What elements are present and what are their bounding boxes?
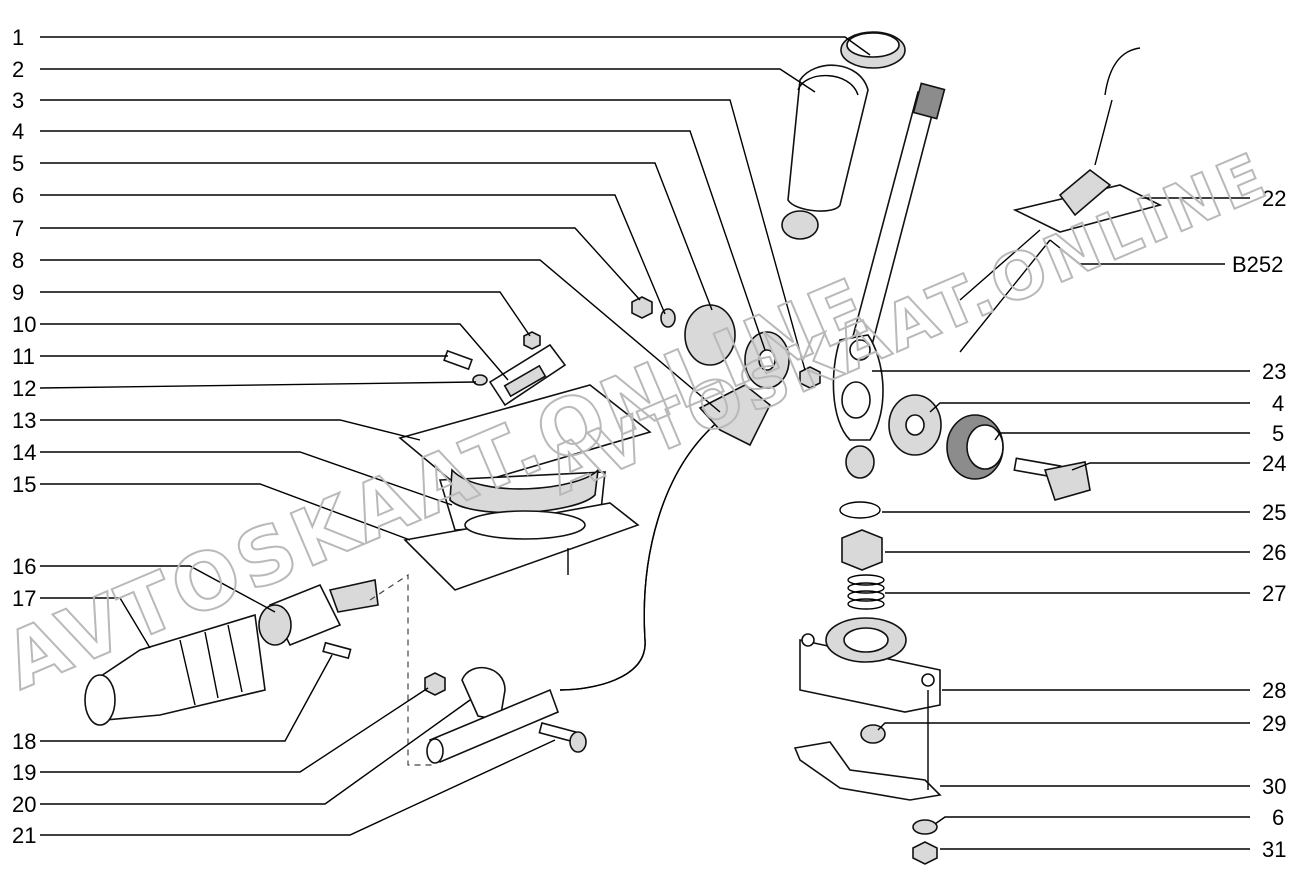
leader-lines [39, 36, 1250, 850]
callout-10: 10 [12, 312, 36, 337]
callout-5: 5 [12, 151, 24, 176]
callout-1: 1 [12, 25, 24, 50]
part-rubber-boot [84, 613, 266, 726]
part-gear-knob [781, 64, 869, 240]
callout-24: 24 [1262, 451, 1286, 476]
part-washer-lower [912, 819, 938, 835]
callout-4-right: 4 [1272, 391, 1284, 416]
part-bushing-right [946, 414, 1004, 480]
callout-5-right: 5 [1272, 421, 1284, 446]
callout-4: 4 [12, 119, 24, 144]
callout-21: 21 [12, 823, 36, 848]
callout-18: 18 [12, 729, 36, 754]
part-nut-lower [912, 841, 938, 865]
callout-22: 22 [1262, 186, 1286, 211]
callout-23: 23 [1262, 359, 1286, 384]
callout-7: 7 [12, 216, 24, 241]
callout-13: 13 [12, 408, 36, 433]
callout-31: 31 [1262, 837, 1286, 862]
part-lever-housing [799, 617, 941, 713]
assembly-dash-line [369, 573, 432, 766]
part-clamp-sleeve [426, 666, 560, 764]
callouts-right: 22 B252 23 4 5 24 25 26 27 28 29 30 6 31 [1232, 186, 1286, 862]
callout-15: 15 [12, 472, 36, 497]
part-pivot-bolt [1013, 457, 1091, 501]
callout-8: 8 [12, 248, 24, 273]
part-plug [860, 724, 886, 744]
callout-28: 28 [1262, 678, 1286, 703]
callout-25: 25 [1262, 500, 1286, 525]
part-bracket [793, 741, 942, 801]
part-snap-ring [839, 501, 881, 519]
callout-29: 29 [1262, 711, 1286, 736]
part-universal-joint [258, 579, 379, 647]
part-washer-right [888, 394, 942, 456]
part-clamp-nut [424, 672, 446, 696]
callout-16: 16 [12, 554, 36, 579]
part-nut-small [799, 366, 821, 389]
part-mount-plate [488, 343, 567, 407]
part-nut-upper [631, 296, 676, 328]
part-clamp-bolt [538, 722, 587, 753]
callout-2: 2 [12, 57, 24, 82]
callout-30: 30 [1262, 774, 1286, 799]
callout-14: 14 [12, 440, 36, 465]
callout-19: 19 [12, 760, 36, 785]
callout-20: 20 [12, 792, 36, 817]
part-cover-assembly [398, 384, 652, 591]
part-lever-body [832, 334, 884, 479]
callout-27: 27 [1262, 581, 1286, 606]
callout-17: 17 [12, 586, 36, 611]
part-washer-left [744, 331, 790, 389]
part-shift-mechanism [959, 47, 1163, 353]
callout-b252: B252 [1232, 252, 1283, 277]
part-fasteners-upper [443, 331, 541, 386]
callout-12: 12 [12, 376, 36, 401]
callout-6: 6 [12, 183, 24, 208]
callout-11: 11 [12, 344, 35, 369]
part-small-bolt [322, 641, 352, 660]
callout-3: 3 [12, 88, 24, 113]
part-knob-cap [840, 31, 906, 69]
part-spring [847, 574, 885, 610]
part-guide-bush [841, 529, 883, 571]
callout-26: 26 [1262, 540, 1286, 565]
part-cable-hose [559, 384, 772, 691]
callout-9: 9 [12, 280, 24, 305]
callout-6-right: 6 [1272, 805, 1284, 830]
callouts-left: 1 2 3 4 5 6 7 8 9 10 11 12 13 14 15 16 1… [12, 25, 36, 848]
